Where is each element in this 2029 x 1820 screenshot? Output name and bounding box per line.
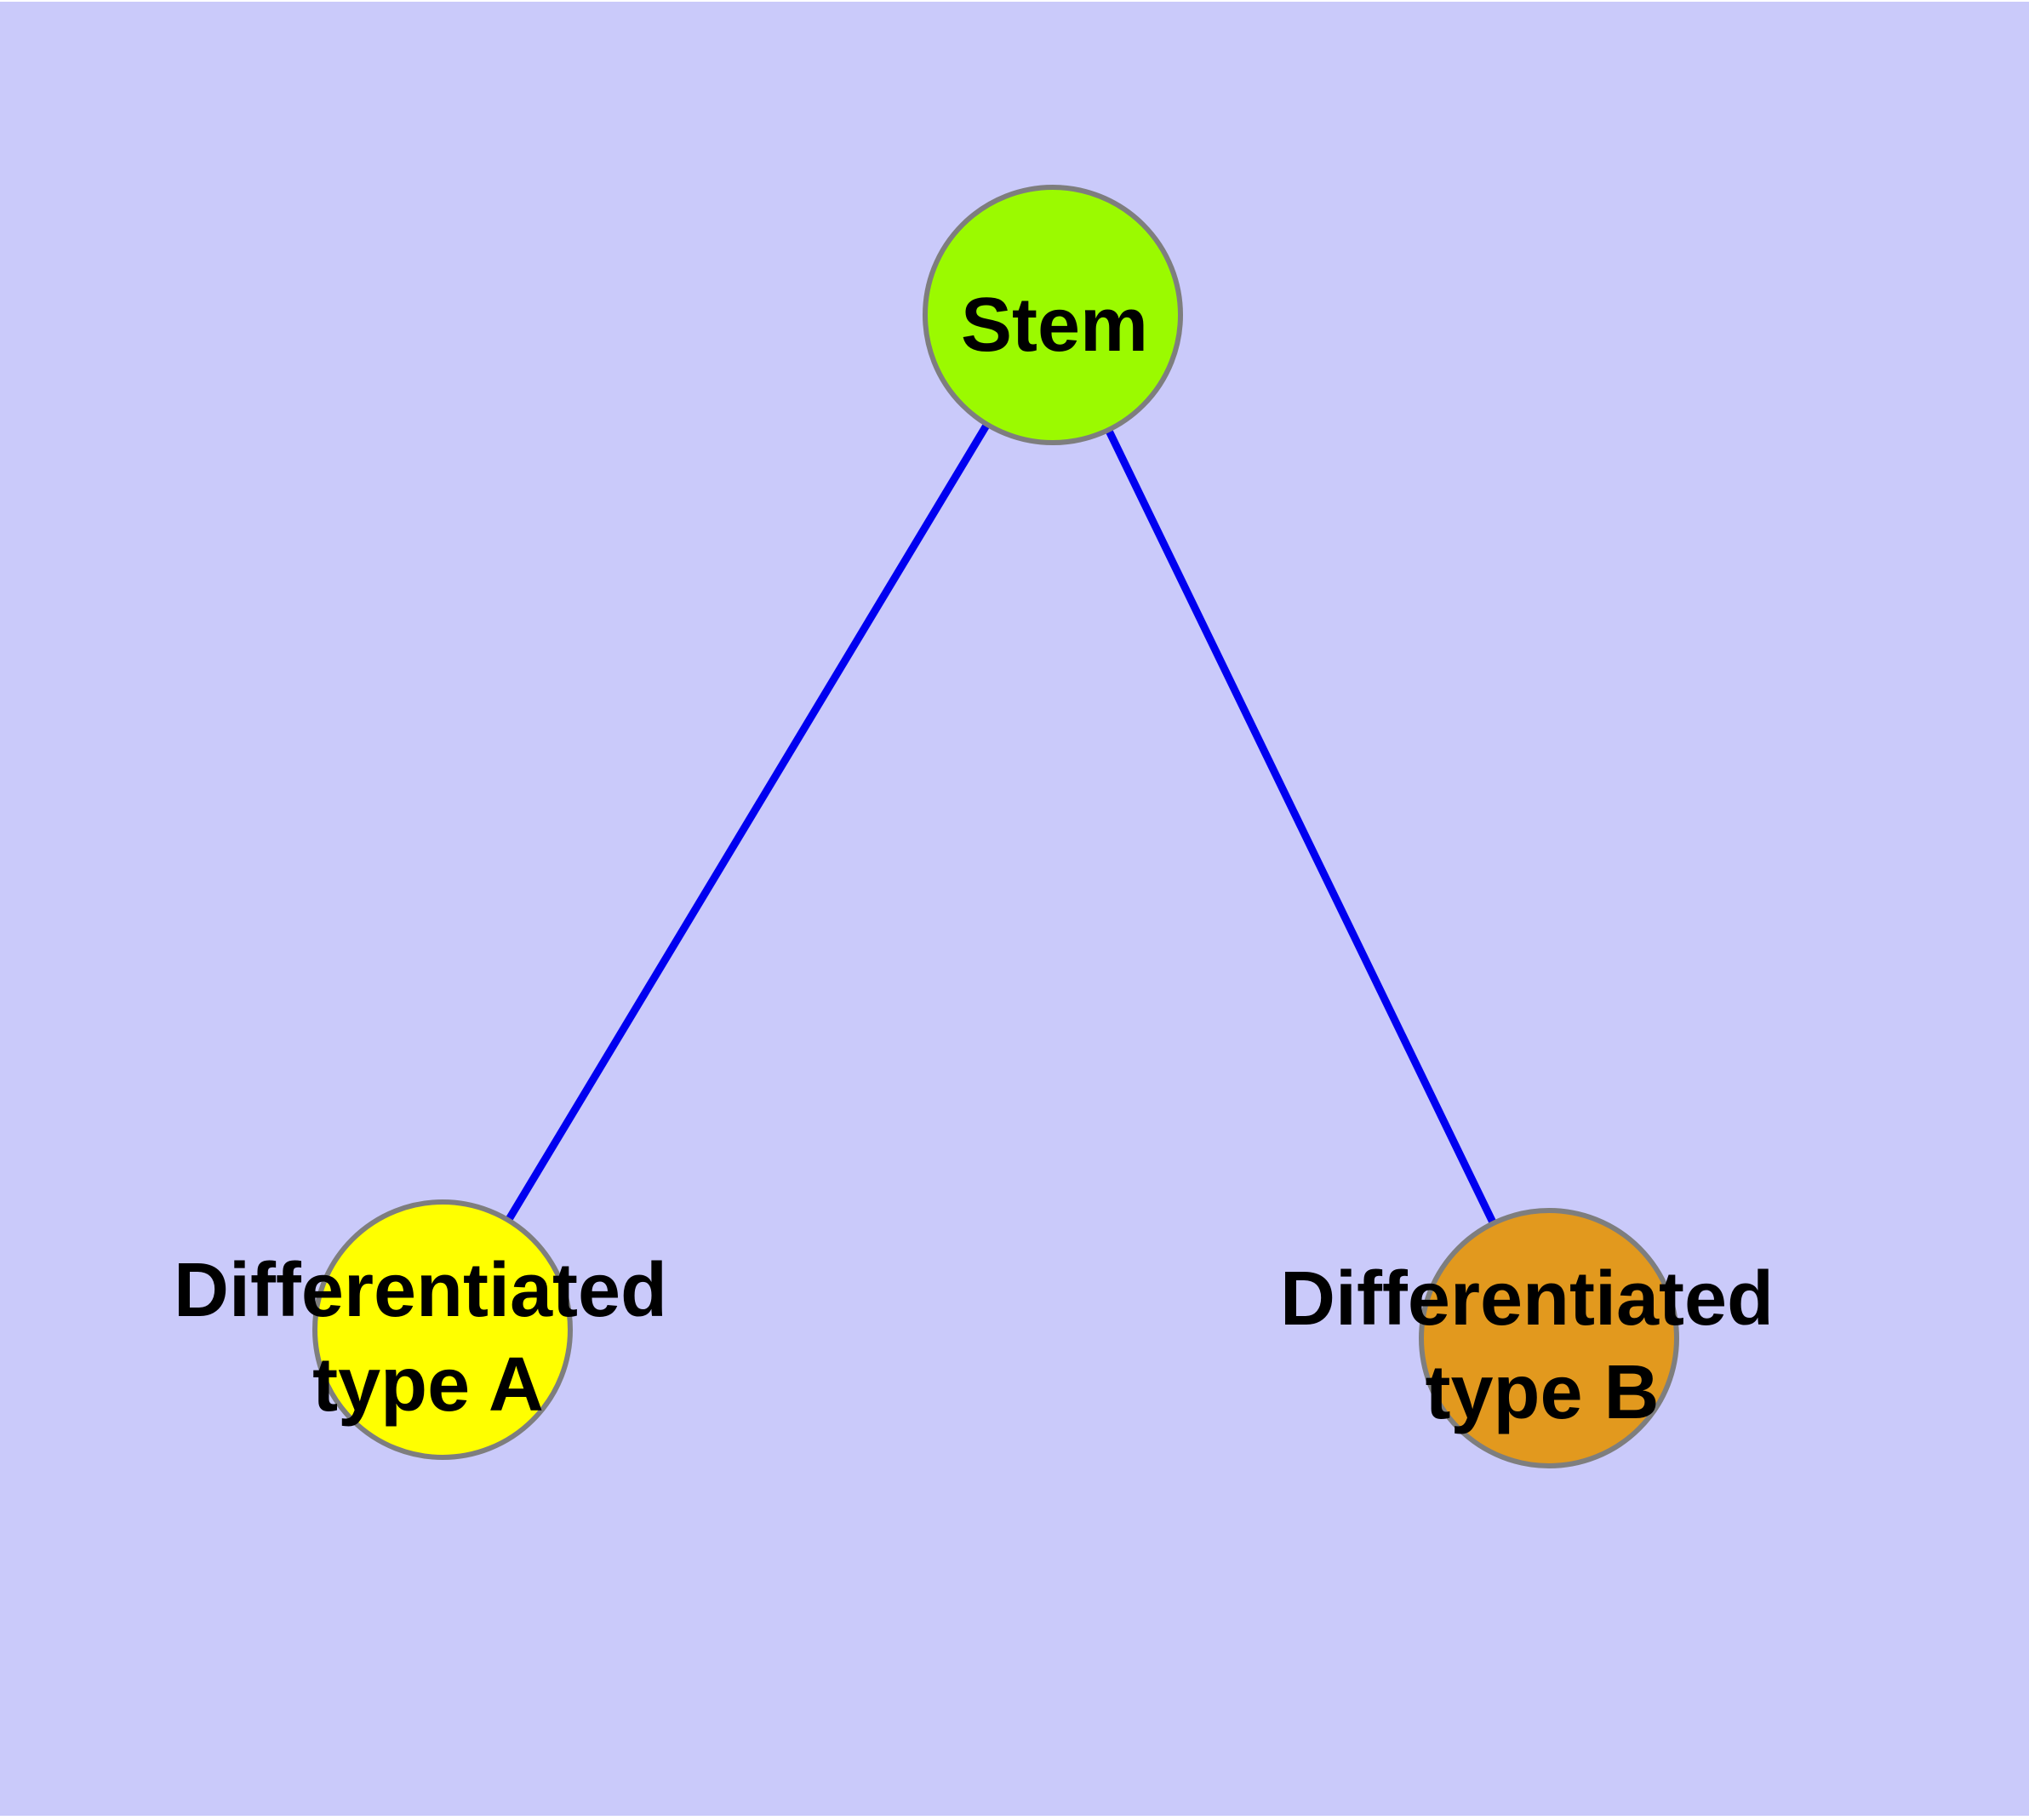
node-stem-label: Stem <box>961 283 1148 368</box>
node-type-b-label-line2: type B <box>1425 1350 1659 1435</box>
edge-stem-to-type-b <box>1049 313 1553 1340</box>
node-type-b-circle <box>1419 1208 1679 1468</box>
node-stem-circle <box>923 185 1183 445</box>
node-type-a-label-line1: Differentiated <box>174 1248 667 1333</box>
node-stem: Stem <box>923 185 1183 445</box>
node-type-b-label-line1: Differentiated <box>1280 1256 1774 1342</box>
node-type-a-circle <box>312 1199 573 1460</box>
edge-group <box>439 312 1553 1340</box>
node-differentiated-type-b: Differentiated type B <box>1280 1208 1774 1468</box>
node-type-a-label-line2: type A <box>312 1342 544 1428</box>
edge-stem-to-type-a <box>439 312 1056 1332</box>
node-differentiated-type-a: Differentiated type A <box>174 1199 667 1460</box>
